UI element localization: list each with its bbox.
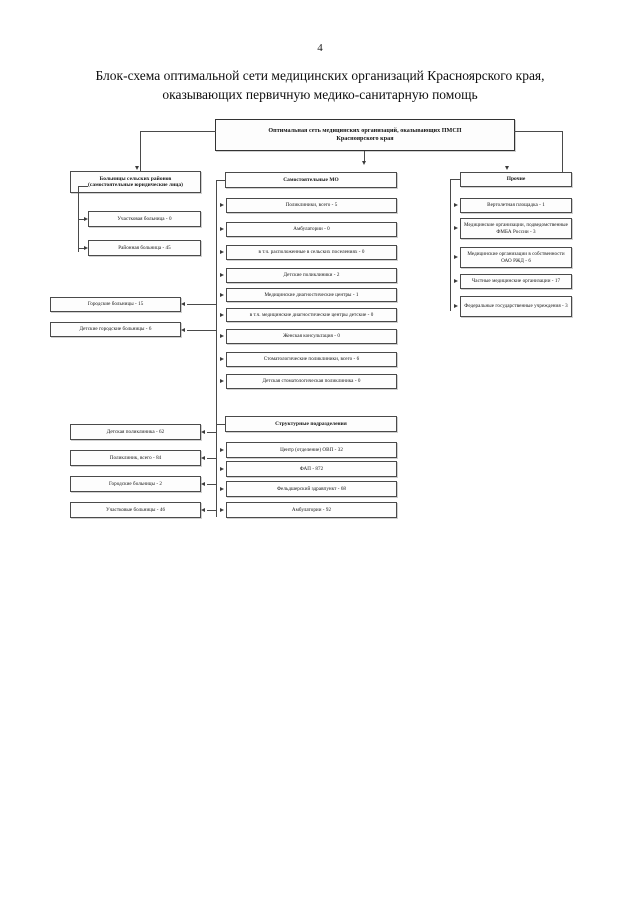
page-title-line-1: Блок-схема оптимальной сети медицинских … [95, 68, 545, 83]
node-rural-item-1: Районная больница - 45 [88, 240, 201, 256]
connector-other-spine [450, 179, 451, 311]
node-rural-header-line-2: (самостоятельные юридические лица) [87, 182, 184, 188]
arrow-independent-item-1 [220, 227, 224, 231]
connector-city-hospital-0 [187, 304, 216, 305]
arrow-units-item-2 [220, 486, 224, 491]
connector-other-spine-in [450, 179, 460, 180]
arrow-independent-item-8 [220, 379, 224, 383]
node-units-item-3: Амбулатории - 92 [226, 502, 397, 518]
arrow-other-item-3 [454, 279, 458, 283]
arrow-independent-item-3 [220, 273, 224, 277]
node-units-header: Структурные подразделения [225, 416, 397, 432]
arrow-independent-item-5 [220, 312, 224, 317]
connector-root-bus [140, 131, 216, 132]
arrow-rural-item-0 [84, 216, 88, 221]
arrow-root-to-rural [135, 166, 139, 170]
arrow-root-to-independent [361, 161, 366, 165]
connector-independent-spine-in [216, 180, 226, 181]
arrow-other-item-0 [454, 203, 458, 207]
arrow-units-item-0 [220, 447, 224, 452]
arrow-independent-item-7 [220, 357, 224, 361]
connector-independent-spine [216, 180, 217, 387]
node-independent-header: Самостоятельные МО [225, 172, 397, 188]
node-independent-item-7: Стоматологические поликлиники, всего - 6 [226, 352, 397, 367]
connector-rural-spine-in [78, 186, 88, 187]
node-units-item-1: ФАП - 872 [226, 461, 397, 477]
node-rural-header: Больницы сельских районов (самостоятельн… [70, 171, 201, 193]
arrow-other-item-1 [454, 226, 458, 230]
page-title-line-2: оказывающих первичную медико-санитарную … [162, 87, 478, 102]
connector-units-left-1 [207, 458, 216, 459]
arrow-other-item-4 [454, 304, 458, 308]
connector-units-spine-in [216, 424, 226, 425]
connector-rural-item-1 [78, 248, 84, 249]
node-root: Оптимальная сеть медицинских организаций… [215, 119, 515, 151]
arrow-rural-item-1 [84, 245, 88, 250]
node-other-item-0: Вертолетная площадка - 1 [460, 198, 572, 213]
connector-root-drop-right [562, 131, 563, 172]
arrow-root-to-other [505, 166, 509, 170]
node-root-line-2: Красноярского края [336, 136, 394, 142]
node-independent-item-6: Женская консультация - 0 [226, 329, 397, 344]
node-other-header: Прочие [460, 172, 572, 187]
node-root-line-1: Оптимальная сеть медицинских организаций… [268, 128, 462, 134]
connector-units-left-0 [207, 432, 216, 433]
node-independent-item-8: Детская стоматологическая поликлиника - … [226, 374, 397, 389]
connector-root-bus-right [514, 131, 562, 132]
node-units-left-2: Городские больницы - 2 [70, 476, 201, 492]
node-independent-item-3: Детские поликлиники - 2 [226, 268, 397, 283]
arrow-units-left-3 [201, 508, 205, 512]
node-other-item-2: Медицинские организации в собственности … [460, 247, 572, 268]
node-independent-item-1: Амбулатории - 0 [226, 222, 397, 237]
arrow-independent-item-4 [220, 292, 224, 297]
connector-units-left-3 [207, 510, 216, 511]
node-units-left-3: Участковые больницы - 46 [70, 502, 201, 518]
node-city-hospital-0: Городские больницы - 15 [50, 297, 181, 312]
node-other-item-1: Медицинские организации, подведомственны… [460, 218, 572, 239]
connector-units-spine [216, 424, 217, 517]
connector-city-hospital-1 [187, 330, 216, 331]
node-rural-item-0: Участковая больница - 0 [88, 211, 201, 227]
arrow-units-left-0 [201, 430, 205, 434]
arrow-independent-item-2 [220, 250, 224, 254]
arrow-units-item-1 [220, 466, 224, 471]
node-units-item-2: Фельдшерский здравпункт - 68 [226, 481, 397, 497]
arrow-units-left-1 [201, 456, 205, 460]
node-units-left-0: Детская поликлиника - 62 [70, 424, 201, 440]
connector-rural-item-0 [78, 219, 84, 220]
connector-root-stem [364, 151, 365, 161]
node-units-left-1: Поликлиник, всего - 84 [70, 450, 201, 466]
node-units-item-0: Центр (отделение) ОВП - 32 [226, 442, 397, 458]
node-independent-item-2: в т.ч. расположенные в сельских поселени… [226, 245, 397, 260]
arrow-city-hospital-0 [181, 302, 185, 306]
connector-units-left-2 [207, 484, 216, 485]
arrow-independent-item-0 [220, 203, 224, 207]
page-number: 4 [317, 42, 323, 54]
arrow-city-hospital-1 [181, 328, 185, 332]
arrow-units-item-3 [220, 507, 224, 512]
node-other-item-4: Федеральные государственные учреждения -… [460, 296, 572, 317]
node-rural-header-line-1: Больницы сельских районов [99, 175, 172, 182]
arrow-independent-item-6 [220, 334, 224, 338]
connector-independent-to-units [216, 387, 217, 424]
node-independent-item-5: в т.ч. медицинские диагностические центр… [226, 308, 397, 322]
node-other-item-3: Частные медицинские организации - 17 [460, 274, 572, 289]
arrow-other-item-2 [454, 255, 458, 259]
arrow-units-left-2 [201, 482, 205, 486]
connector-root-drop-left [140, 131, 141, 172]
node-independent-item-0: Поликлиники, всего - 5 [226, 198, 397, 213]
node-independent-item-4: Медицинские диагностические центры - 1 [226, 288, 397, 302]
page-title: Блок-схема оптимальной сети медицинских … [55, 66, 585, 104]
node-city-hospital-1: Детские городские больницы - 6 [50, 322, 181, 337]
